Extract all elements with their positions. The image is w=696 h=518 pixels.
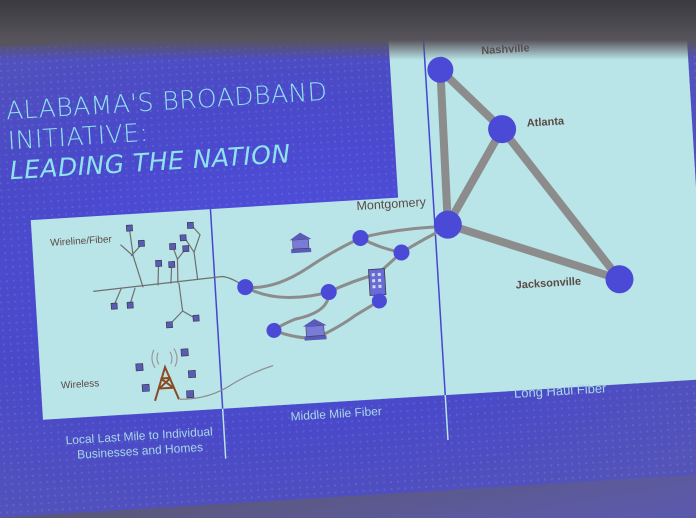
atlanta-label: Atlanta xyxy=(526,115,565,129)
caption-divider-2 xyxy=(444,395,449,441)
diagram-panel xyxy=(30,19,696,420)
broadband-diagram: Wireline/Fiber Wireless Montgomery Nashv… xyxy=(30,19,696,459)
office-building-icon xyxy=(368,268,387,296)
wireless-label: Wireless xyxy=(61,378,100,391)
